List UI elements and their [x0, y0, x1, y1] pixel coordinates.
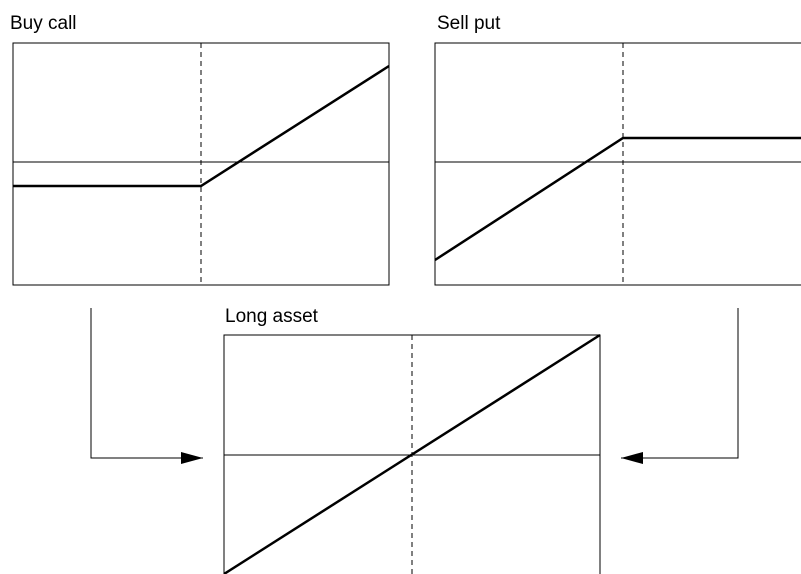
- right-connector-arrow: [621, 308, 739, 464]
- sell-put-panel: [434, 42, 801, 286]
- sell-put-title: Sell put: [437, 13, 501, 34]
- long-asset-title: Long asset: [225, 306, 318, 327]
- sell-put-frame: [434, 42, 801, 286]
- long-asset-panel: [223, 333, 601, 574]
- left-connector-arrow: [90, 308, 203, 464]
- long-asset-payoff-line: [223, 333, 601, 574]
- buy-call-panel: [12, 42, 390, 286]
- buy-call-payoff-line: [13, 64, 390, 188]
- buy-call-title: Buy call: [10, 13, 77, 34]
- sell-put-payoff-line: [434, 136, 801, 262]
